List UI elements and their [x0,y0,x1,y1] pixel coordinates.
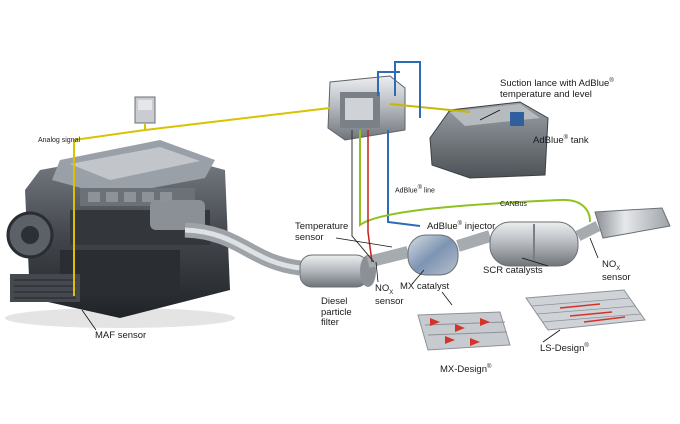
mx-design-label: MX-Design® [440,364,492,376]
diesel-particle-filter-body [299,254,376,288]
ls-design-illustration [525,289,646,331]
nox-sensor-left-label: NOX sensor [375,283,404,307]
adblue-injector-label: AdBlue® injector [427,221,496,233]
suction-lance-label: Suction lance with AdBlue® temperature a… [500,78,614,100]
leader-lines [81,109,599,343]
exhaust-pipe-2 [366,246,410,268]
temperature-sensor-label: Temperature sensor [295,221,349,243]
adblue-tank-label: AdBlue® tank [533,135,589,147]
diesel-particle-filter-label: Diesel particle filter [321,296,352,329]
mx-catalyst-label: MX catalyst [400,281,450,292]
exhaust-pipe-3 [575,221,601,241]
ls-design-label: LS-Design® [540,343,589,355]
scr-catalysts-body [456,221,579,267]
ecu-box [134,96,156,124]
end-muffler [594,207,671,239]
canbus-label: CANBus [500,201,527,208]
maf-sensor-label: MAF sensor [95,330,147,341]
signal-lines [73,61,591,296]
mx-design-illustration [417,311,511,351]
nox-sensor-right-label: NOX sensor [602,259,631,283]
adblue-tank [429,101,549,179]
mx-catalyst-body [407,234,459,276]
adblue-line-label: AdBlue® line [395,185,435,195]
scr-catalysts-label: SCR catalysts [483,265,543,276]
analog-signal-label: Analog signal [38,137,81,144]
diesel-engine [6,140,230,318]
dosing-control-unit [327,75,406,141]
